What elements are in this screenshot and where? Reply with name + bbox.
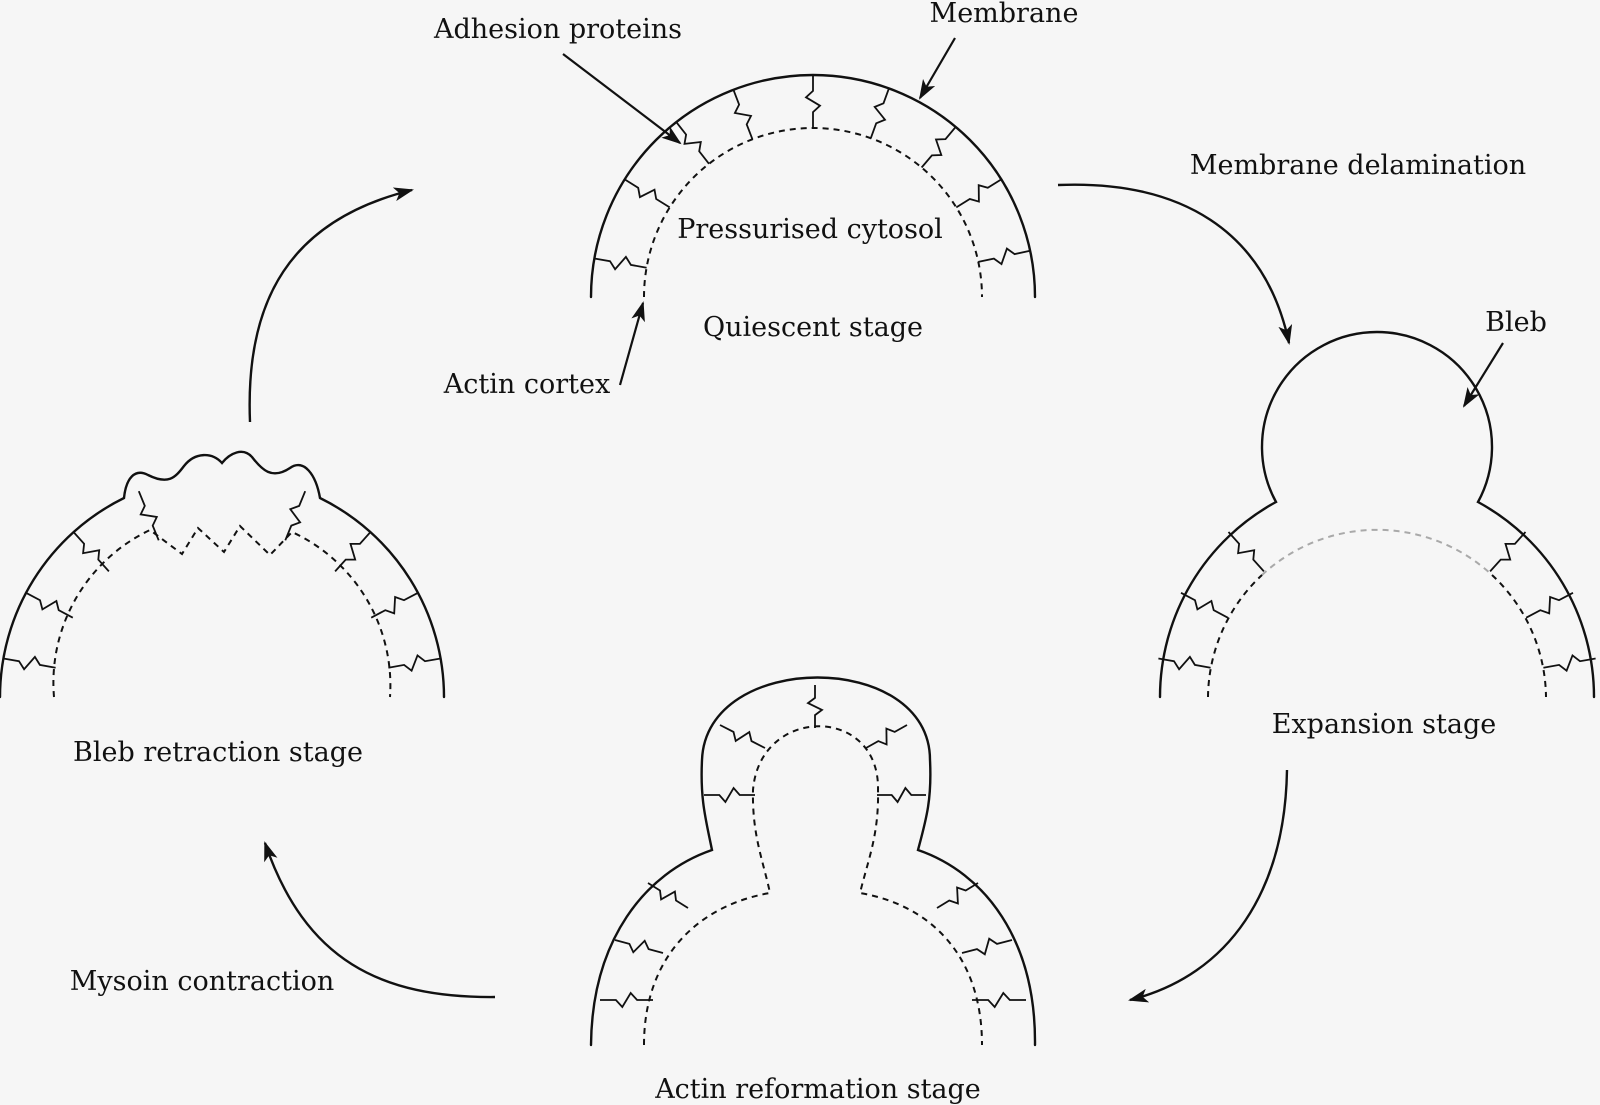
arrow-reformation-to-retraction (263, 841, 496, 999)
adhesion-protein (388, 653, 441, 673)
adhesion-protein (675, 121, 710, 165)
adhesion-protein (647, 882, 689, 909)
expansion-adhesion-proteins (1158, 531, 1596, 673)
retraction-cell (0, 450, 446, 699)
adhesion-protein (877, 786, 926, 804)
label-expansion-stage: Expansion stage (1272, 709, 1497, 740)
adhesion-protein (955, 178, 1002, 209)
label-actin-reformation-stage: Actin reformation stage (654, 1074, 981, 1105)
label-adhesion-proteins: Adhesion proteins (433, 14, 682, 45)
adhesion-protein (920, 126, 957, 169)
adhesion-protein (1543, 653, 1596, 673)
adhesion-protein (1158, 655, 1211, 671)
label-bleb-retraction-stage: Bleb retraction stage (73, 737, 363, 768)
retraction-actin-cortex (52, 524, 392, 698)
quiescent-cell (589, 73, 1037, 299)
reformation-membrane (589, 676, 1037, 1047)
label-membrane-delamination: Membrane delamination (1190, 150, 1526, 181)
pointer-actin-cortex (618, 301, 645, 386)
expansion-cell (1158, 330, 1596, 699)
adhesion-protein (869, 88, 890, 139)
adhesion-protein (137, 490, 160, 541)
reformation-cell (589, 676, 1037, 1047)
adhesion-protein (600, 991, 653, 1009)
adhesion-protein (704, 786, 755, 804)
adhesion-protein (1489, 531, 1527, 573)
quiescent-adhesion-proteins (594, 75, 1031, 271)
adhesion-protein (806, 685, 824, 728)
quiescent-actin-cortex (643, 127, 983, 298)
adhesion-protein (334, 531, 372, 573)
expansion-actin-cortex-left (1207, 574, 1263, 698)
label-actin-cortex: Actin cortex (443, 369, 610, 400)
adhesion-protein (3, 655, 56, 671)
adhesion-protein (1227, 531, 1265, 573)
label-quiescent-stage: Quiescent stage (703, 312, 923, 343)
quiescent-membrane (589, 73, 1037, 299)
adhesion-protein (370, 592, 419, 619)
adhesion-protein (804, 75, 822, 128)
pointer-adhesion-proteins (562, 53, 682, 145)
retraction-adhesion-proteins (3, 490, 441, 673)
adhesion-protein (1525, 592, 1574, 619)
adhesion-protein (961, 937, 1013, 956)
adhesion-protein (624, 178, 671, 209)
label-mysoin-contraction: Mysoin contraction (70, 966, 335, 997)
expansion-actin-cortex-right (1491, 574, 1547, 698)
adhesion-protein (936, 882, 979, 909)
adhesion-protein (594, 255, 647, 271)
adhesion-protein (25, 592, 74, 619)
adhesion-protein (284, 490, 307, 541)
pointer-membrane (918, 37, 956, 100)
adhesion-protein (719, 724, 766, 749)
adhesion-protein (732, 89, 754, 140)
reformation-actin-cortex (643, 725, 983, 1046)
adhesion-protein (978, 247, 1031, 266)
arrow-quiescent-to-expansion (1057, 183, 1293, 345)
expansion-faint-cortex (1261, 528, 1493, 576)
expansion-membrane (1158, 330, 1596, 699)
retraction-membrane (0, 450, 446, 699)
adhesion-protein (72, 531, 110, 573)
pointer-bleb (1462, 342, 1504, 408)
adhesion-protein (614, 939, 664, 954)
reformation-adhesion-proteins (600, 685, 1026, 1009)
arrow-expansion-to-reformation (1128, 769, 1289, 1003)
adhesion-protein (1180, 592, 1229, 619)
label-membrane: Membrane (930, 0, 1079, 29)
label-pressurised-cytosol: Pressurised cytosol (677, 214, 943, 245)
label-bleb: Bleb (1485, 307, 1547, 338)
arrow-retraction-to-quiescent (248, 187, 414, 423)
adhesion-protein (972, 991, 1026, 1009)
adhesion-protein (865, 724, 908, 749)
